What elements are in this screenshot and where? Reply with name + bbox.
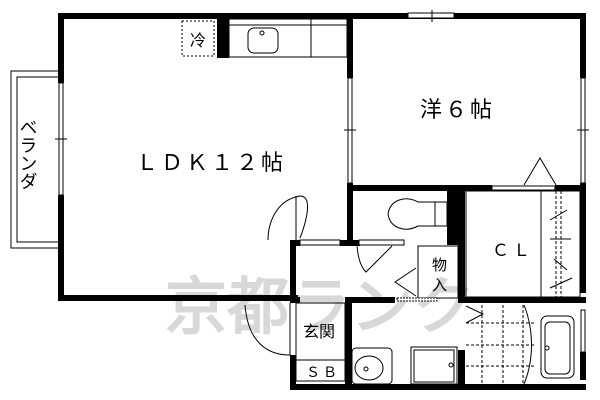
fridge: 冷: [181, 20, 215, 57]
wash-basin: [351, 347, 393, 385]
kitchen-counter: [228, 18, 348, 58]
ldk-door: [267, 195, 341, 246]
washing-machine-space: [410, 346, 458, 385]
shoebox-label: ＳＢ: [306, 365, 340, 381]
bathroom-door: [465, 304, 532, 385]
western-room-door: [491, 157, 557, 191]
watermark: 京都ランク: [165, 270, 475, 343]
storage: [394, 245, 459, 299]
closet-doors: [555, 191, 562, 297]
storage-label-1: 物: [432, 256, 447, 274]
bathroom-floor: [466, 305, 535, 383]
ldk-label: ＬＤＫ１２帖: [136, 151, 286, 176]
storage-label-2: 入: [432, 276, 447, 294]
walls: [58, 13, 586, 390]
entrance-label: 玄関: [303, 322, 335, 341]
toilet-door: [356, 239, 405, 273]
western-room-label: 洋６帖: [420, 98, 495, 123]
entrance: [244, 302, 346, 382]
veranda-label: ベランダ: [17, 118, 38, 190]
closet: [465, 190, 581, 298]
fridge-label: 冷: [190, 31, 206, 50]
closet-door-marks: [549, 209, 573, 289]
window-marks: [55, 10, 589, 140]
closet-label: ＣＬ: [492, 241, 534, 261]
toilet: [387, 198, 448, 230]
sliding-door: [396, 297, 438, 302]
bathtub: [540, 315, 575, 379]
